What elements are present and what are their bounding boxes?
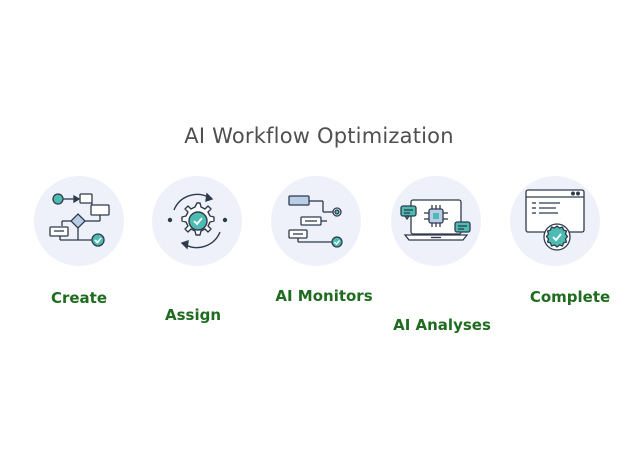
step-label-assign: Assign — [164, 306, 222, 324]
step-label-complete: Complete — [529, 288, 611, 306]
laptop-ai-chip-icon — [391, 176, 481, 266]
diagram-title: AI Workflow Optimization — [184, 124, 454, 148]
step-label-ai-analyses: AI Analyses — [393, 316, 491, 334]
gear-cycle-icon — [152, 176, 242, 266]
step-label-ai-monitors: AI Monitors — [275, 287, 373, 305]
process-flow-icon — [271, 176, 361, 266]
step-label-create: Create — [50, 289, 108, 307]
browser-check-icon — [510, 176, 600, 266]
flowchart-icon — [34, 176, 124, 266]
